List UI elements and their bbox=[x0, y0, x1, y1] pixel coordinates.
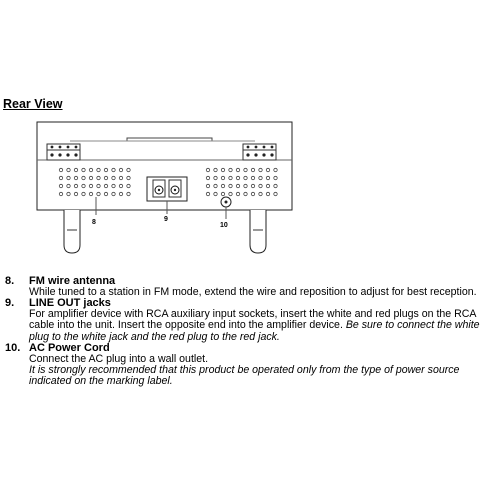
callout-10: 10 bbox=[220, 222, 228, 229]
item-note: Be sure to connect the white plug to the… bbox=[29, 319, 480, 343]
item-title: FM wire antenna bbox=[29, 275, 116, 287]
item-number: 8. bbox=[5, 275, 15, 287]
item-text: Connect the AC plug into a wall outlet. bbox=[29, 352, 209, 365]
list-item: 9. LINE OUT jacks For amplifier device w… bbox=[3, 298, 497, 343]
item-number: 9. bbox=[5, 297, 15, 310]
callout-9: 9 bbox=[164, 216, 168, 223]
item-number: 10. bbox=[5, 341, 21, 354]
item-list: 8. FM wire antenna While tuned to a stat… bbox=[3, 276, 497, 387]
item-title: LINE OUT jacks bbox=[29, 297, 111, 310]
item-title: AC Power Cord bbox=[29, 341, 110, 354]
callout-8: 8 bbox=[92, 219, 96, 226]
item-text: For amplifier device with RCA auxiliary … bbox=[29, 308, 476, 332]
list-item: 8. FM wire antenna While tuned to a stat… bbox=[3, 276, 497, 298]
item-text: While tuned to a station in FM mode, ext… bbox=[29, 286, 477, 298]
item-description: For amplifier device with RCA auxiliary … bbox=[29, 309, 497, 343]
rear-view-diagram: 8 9 10 bbox=[36, 121, 293, 254]
section-heading: Rear View bbox=[3, 97, 63, 111]
item-note: It is strongly recommended that this pro… bbox=[29, 364, 460, 388]
list-item: 10. AC Power Cord Connect the AC plug in… bbox=[3, 341, 497, 388]
